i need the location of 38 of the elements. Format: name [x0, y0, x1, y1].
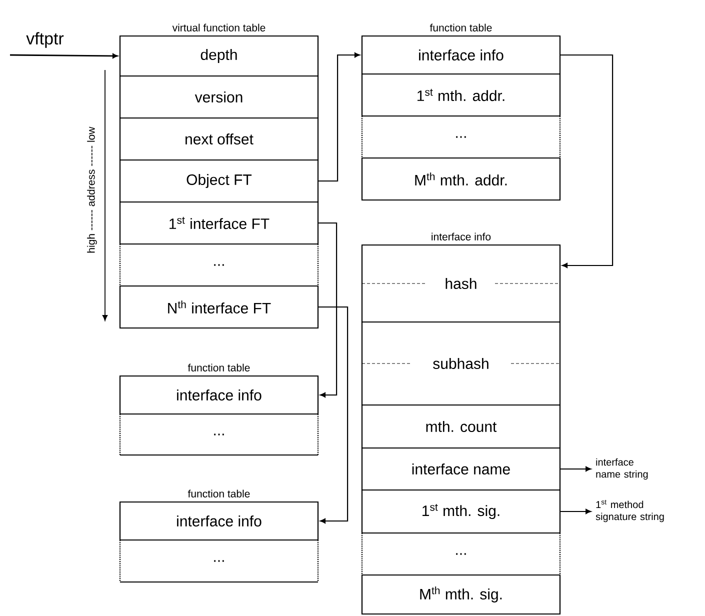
table-cell: ... [119, 413, 319, 456]
arrow [318, 222, 338, 398]
table-cell: interface info [119, 375, 319, 415]
table-cell: M$^{th}$ mth. sig. [361, 574, 561, 615]
arrow [10, 54, 118, 58]
table-heading: function table [188, 364, 250, 372]
table-cell: ... [361, 532, 561, 576]
table-cell: next offset [119, 117, 319, 161]
table-cell: interface name [361, 447, 561, 491]
table-cell: ... [119, 539, 319, 583]
table-heading: virtual function table [172, 24, 266, 32]
note-text: interface name string [596, 458, 648, 480]
arrow [318, 306, 348, 524]
table-cell: N$^{th}$ interface FT [119, 285, 319, 329]
table-cell: 1$^{st}$ mth. addr. [361, 73, 561, 117]
table-cell: interface info [119, 501, 319, 541]
table-cell: ... [119, 243, 319, 287]
table-cell: hash [361, 244, 561, 323]
table-cell: mth. count [361, 404, 561, 449]
table-heading: function table [188, 490, 250, 498]
table-cell: Object FT [119, 159, 319, 203]
table-cell: interface info [361, 35, 561, 75]
table-heading: interface info [432, 232, 491, 240]
edge-label: vftptr [26, 32, 64, 48]
table-heading: function table [430, 24, 492, 32]
table-cell: subhash [361, 321, 561, 406]
arrow [560, 508, 592, 514]
table-cell: M$^{th}$ mth. addr. [361, 157, 561, 201]
table-cell: depth [119, 35, 319, 77]
arrow [318, 52, 360, 182]
axis-label: high ------ address ------ low [87, 126, 97, 253]
arrow [560, 54, 614, 268]
table-cell: 1$^{st}$ interface FT [119, 201, 319, 245]
note-text: 1$^{st}$ method signature string [596, 500, 664, 522]
arrow [560, 466, 592, 472]
table-cell: 1$^{st}$ mth. sig. [361, 489, 561, 534]
table-cell: ... [361, 115, 561, 159]
table-cell: version [119, 75, 319, 119]
